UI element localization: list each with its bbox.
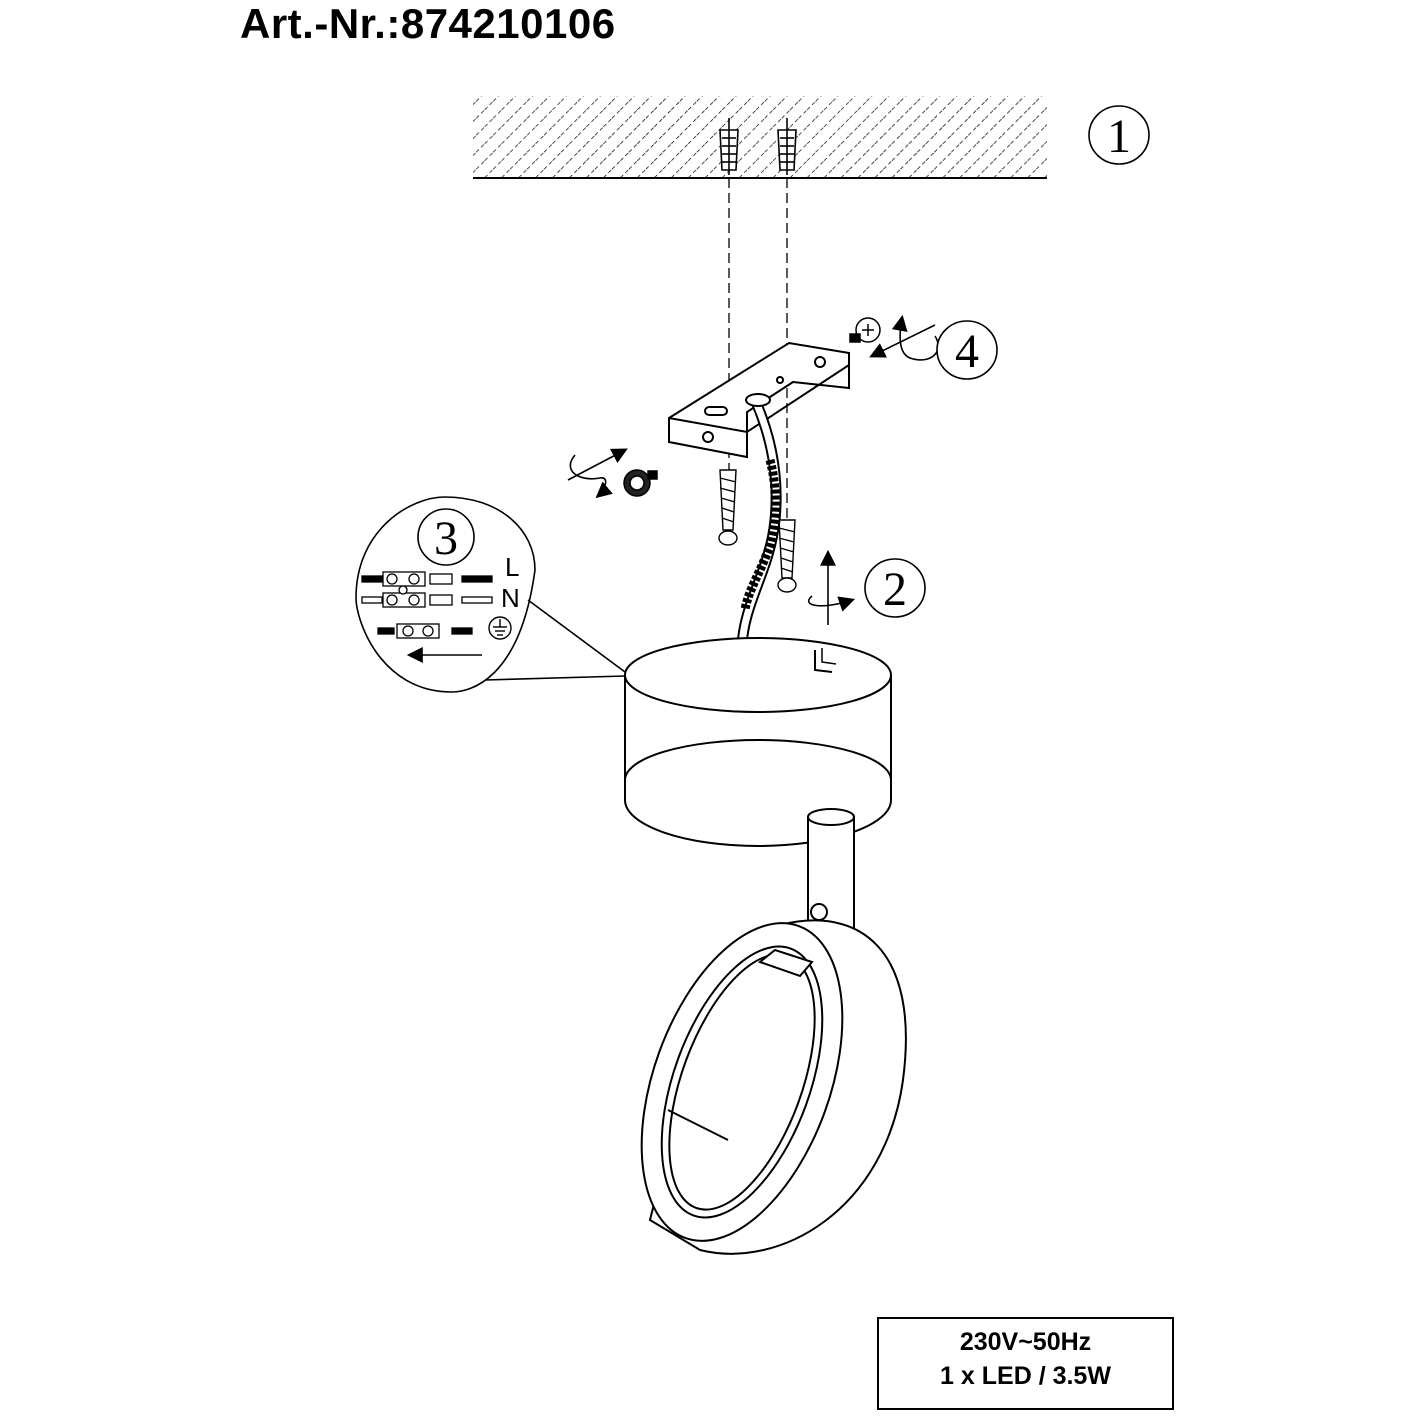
step-3-circle	[417, 508, 475, 566]
bracket-screw-right-icon	[849, 317, 881, 343]
twist-arrow-icon	[807, 549, 856, 625]
step-4-circle	[936, 320, 998, 380]
voltage-spec: 230V~50Hz	[959, 1328, 1092, 1356]
lamp-spec: 1 x LED / 3.5W	[940, 1362, 1111, 1390]
step-2-circle	[864, 558, 926, 618]
wall-plug-right	[777, 118, 797, 175]
wall-plug-left	[719, 118, 739, 175]
spec-box: 230V~50Hz 1 x LED / 3.5W	[877, 1317, 1174, 1410]
ceiling	[473, 96, 1047, 179]
earth-symbol-icon	[488, 616, 512, 640]
terminal-block-earth	[377, 623, 473, 639]
step-1-number: 1	[1107, 110, 1131, 163]
screw-left-icon	[718, 469, 738, 546]
step-4-number: 4	[955, 325, 979, 378]
step-2-number: 2	[883, 563, 907, 616]
screw-right-icon	[777, 519, 797, 593]
neutral-label: N	[501, 583, 520, 613]
bracket-screw-left-icon	[623, 469, 658, 497]
terminal-block-neutral	[361, 585, 493, 608]
step-1-circle	[1088, 105, 1150, 165]
live-label: L	[505, 552, 519, 582]
spot-stem	[807, 808, 855, 931]
canopy	[624, 637, 892, 847]
spot-head	[640, 919, 907, 1255]
step-3-number: 3	[434, 512, 458, 565]
article-number: Art.-Nr.:874210106	[240, 0, 616, 47]
power-cable	[736, 393, 782, 646]
